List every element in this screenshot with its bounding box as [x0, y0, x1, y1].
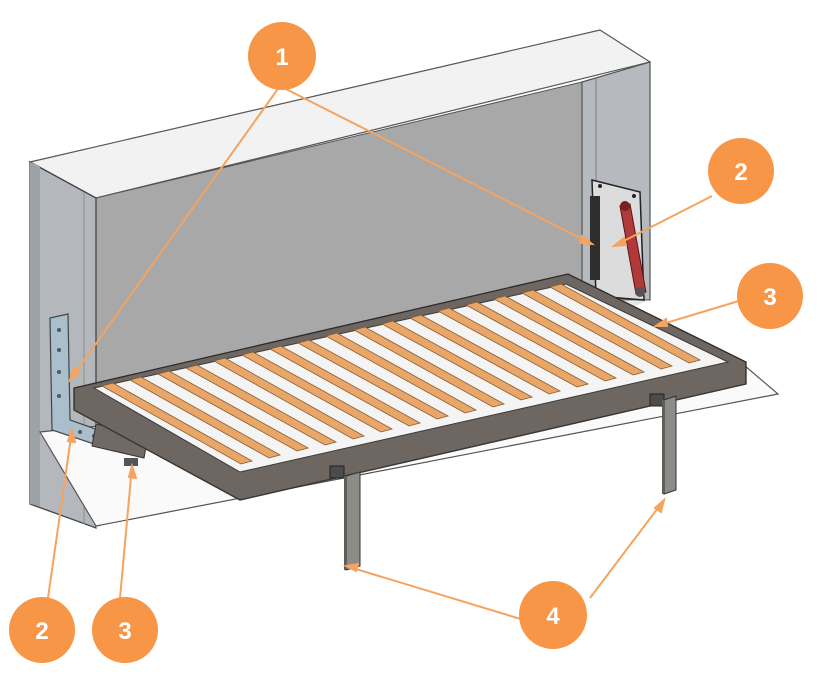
- bed-leg-front: [329, 465, 361, 571]
- callout-2-right: 2: [708, 138, 774, 204]
- callout-2-left: 2: [9, 597, 75, 663]
- callout-3-left: 3: [92, 597, 158, 663]
- bed-leg-rear: [649, 393, 677, 495]
- callout-2-right-badge: [708, 138, 774, 204]
- callout-2-left-badge: [9, 597, 75, 663]
- callout-4-badge: [519, 581, 587, 649]
- leader-lines: [47, 85, 743, 621]
- callout-3-right: 3: [737, 263, 803, 329]
- bed-frame: [73, 273, 747, 501]
- callout-4: 4: [519, 581, 587, 649]
- callout-1-label: 1: [275, 44, 288, 71]
- callout-3-right-badge: [737, 263, 803, 329]
- callout-1: 1: [248, 22, 316, 90]
- callout-3-right-label: 3: [763, 284, 776, 311]
- callout-1-badge: [248, 22, 316, 90]
- right-lift-mechanism: [590, 179, 647, 301]
- callout-3-left-badge: [92, 597, 158, 663]
- callout-2-left-label: 2: [35, 618, 48, 645]
- callout-3-left-label: 3: [118, 618, 131, 645]
- callout-4-label: 4: [546, 603, 560, 630]
- bed-slats: [100, 283, 702, 465]
- callout-2-right-label: 2: [734, 159, 747, 186]
